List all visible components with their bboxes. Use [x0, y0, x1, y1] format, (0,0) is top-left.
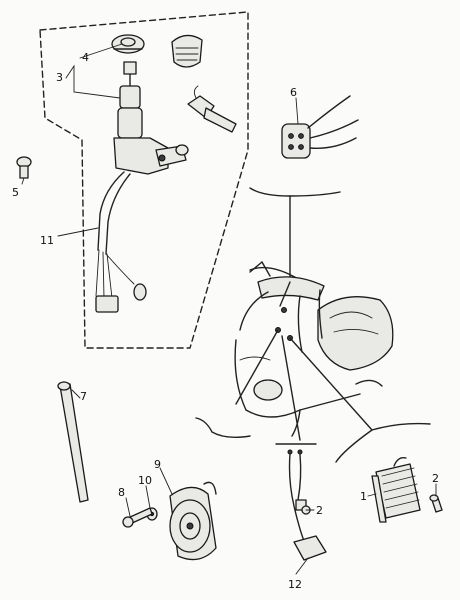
key-cap-part — [111, 34, 145, 54]
key-knob-part — [171, 34, 203, 68]
leader-bracket-regulator — [335, 422, 431, 463]
leader-bracket-6 — [249, 187, 341, 197]
callout-8: 8 — [118, 486, 125, 499]
callout-1: 1 — [360, 490, 367, 503]
horn-screw-part — [122, 507, 153, 528]
tie-rod-part — [57, 381, 89, 503]
callout-7: 7 — [80, 390, 87, 403]
callout-11: 11 — [40, 234, 54, 247]
callout-3: 3 — [56, 71, 63, 84]
callout-9: 9 — [154, 458, 161, 471]
regulator-part — [371, 456, 421, 523]
callout-12: 12 — [288, 578, 302, 591]
regulator-screw-part — [429, 494, 443, 513]
callout-2-right: 2 — [432, 472, 439, 485]
leader-bracket-horn — [195, 417, 251, 439]
sub-harness-part — [287, 449, 327, 561]
callout-4: 4 — [82, 51, 89, 64]
bolt-part — [16, 156, 32, 179]
callout-2-center: 2 — [316, 504, 323, 517]
callout-6: 6 — [290, 86, 297, 99]
callout-5: 5 — [12, 186, 19, 199]
ignition-switch-part — [113, 61, 189, 175]
dashed-enclosure — [39, 11, 249, 349]
scooter-outline — [234, 261, 394, 437]
horn-part — [169, 481, 217, 561]
wiring-harness-part — [95, 171, 147, 313]
callout-10: 10 — [138, 474, 152, 487]
connector-socket-part — [281, 95, 359, 159]
small-switch-part — [187, 85, 237, 133]
